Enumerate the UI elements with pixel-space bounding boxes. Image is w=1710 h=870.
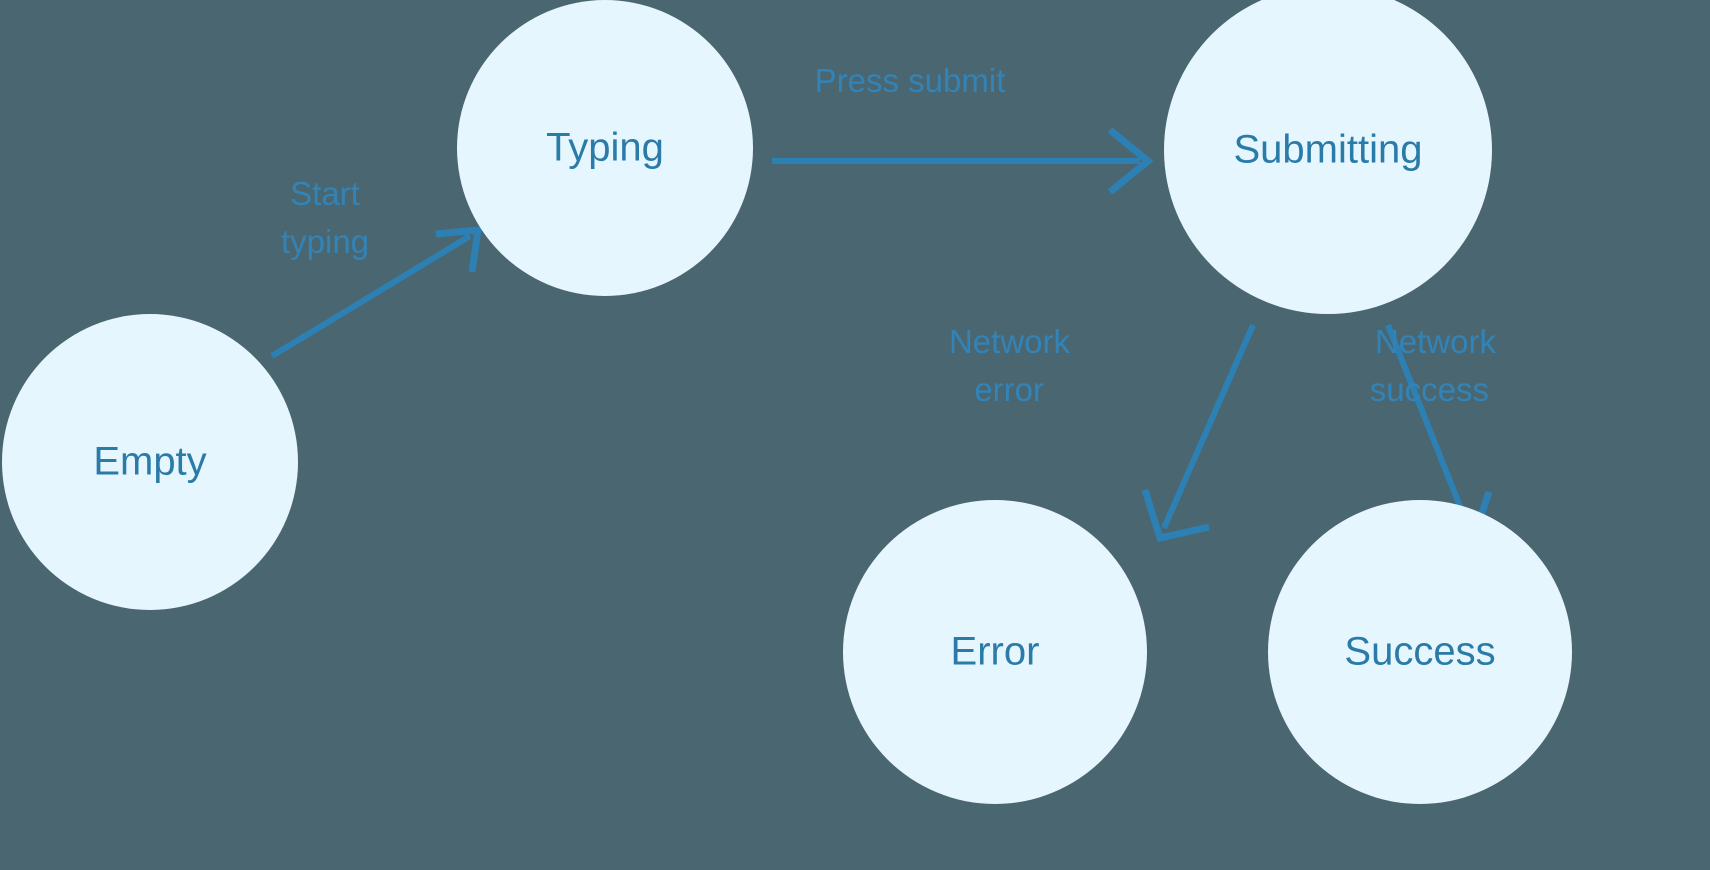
edge-line — [1161, 323, 1256, 530]
state-node-typing[interactable]: Typing — [457, 0, 753, 296]
edge-submitting-to-error — [1141, 323, 1256, 543]
arrowhead-icon — [1141, 488, 1210, 543]
state-label: Error — [951, 630, 1040, 674]
edge-typing-to-submitting — [772, 127, 1154, 195]
edge-label-line: success — [1370, 371, 1489, 408]
edge-empty-to-typing — [270, 226, 483, 359]
state-label: Empty — [93, 440, 206, 484]
state-circle[interactable] — [457, 0, 753, 296]
state-label: Success — [1344, 630, 1495, 674]
edge-label-line: error — [974, 371, 1044, 408]
state-circle[interactable] — [843, 500, 1147, 804]
edge-label-typing-to-submitting: Press submit — [815, 62, 1006, 99]
state-node-empty[interactable]: Empty — [2, 314, 298, 610]
edge-label-empty-to-typing: Start typing — [281, 175, 369, 260]
edge-line — [1385, 323, 1472, 531]
edge-line — [270, 233, 472, 359]
edge-label-line: Network — [949, 323, 1071, 360]
edge-label-line: Start — [290, 175, 360, 212]
state-label: Typing — [546, 126, 664, 170]
state-circle[interactable] — [1164, 0, 1492, 314]
edge-label-line: Press submit — [815, 62, 1006, 99]
state-node-error[interactable]: Error — [843, 500, 1147, 804]
state-label: Submitting — [1234, 128, 1423, 172]
state-circle[interactable] — [2, 314, 298, 610]
arrowhead-icon — [435, 226, 483, 273]
edge-label-line: typing — [281, 223, 369, 260]
edge-label-line: Network — [1375, 323, 1497, 360]
edge-label-submitting-to-error: Network error — [949, 323, 1071, 408]
edge-label-submitting-to-success: Network success — [1370, 323, 1497, 408]
arrowhead-icon — [1107, 127, 1154, 195]
state-circle[interactable] — [1268, 500, 1572, 804]
state-node-submitting[interactable]: Submitting — [1164, 0, 1492, 314]
state-node-success[interactable]: Success — [1268, 500, 1572, 804]
